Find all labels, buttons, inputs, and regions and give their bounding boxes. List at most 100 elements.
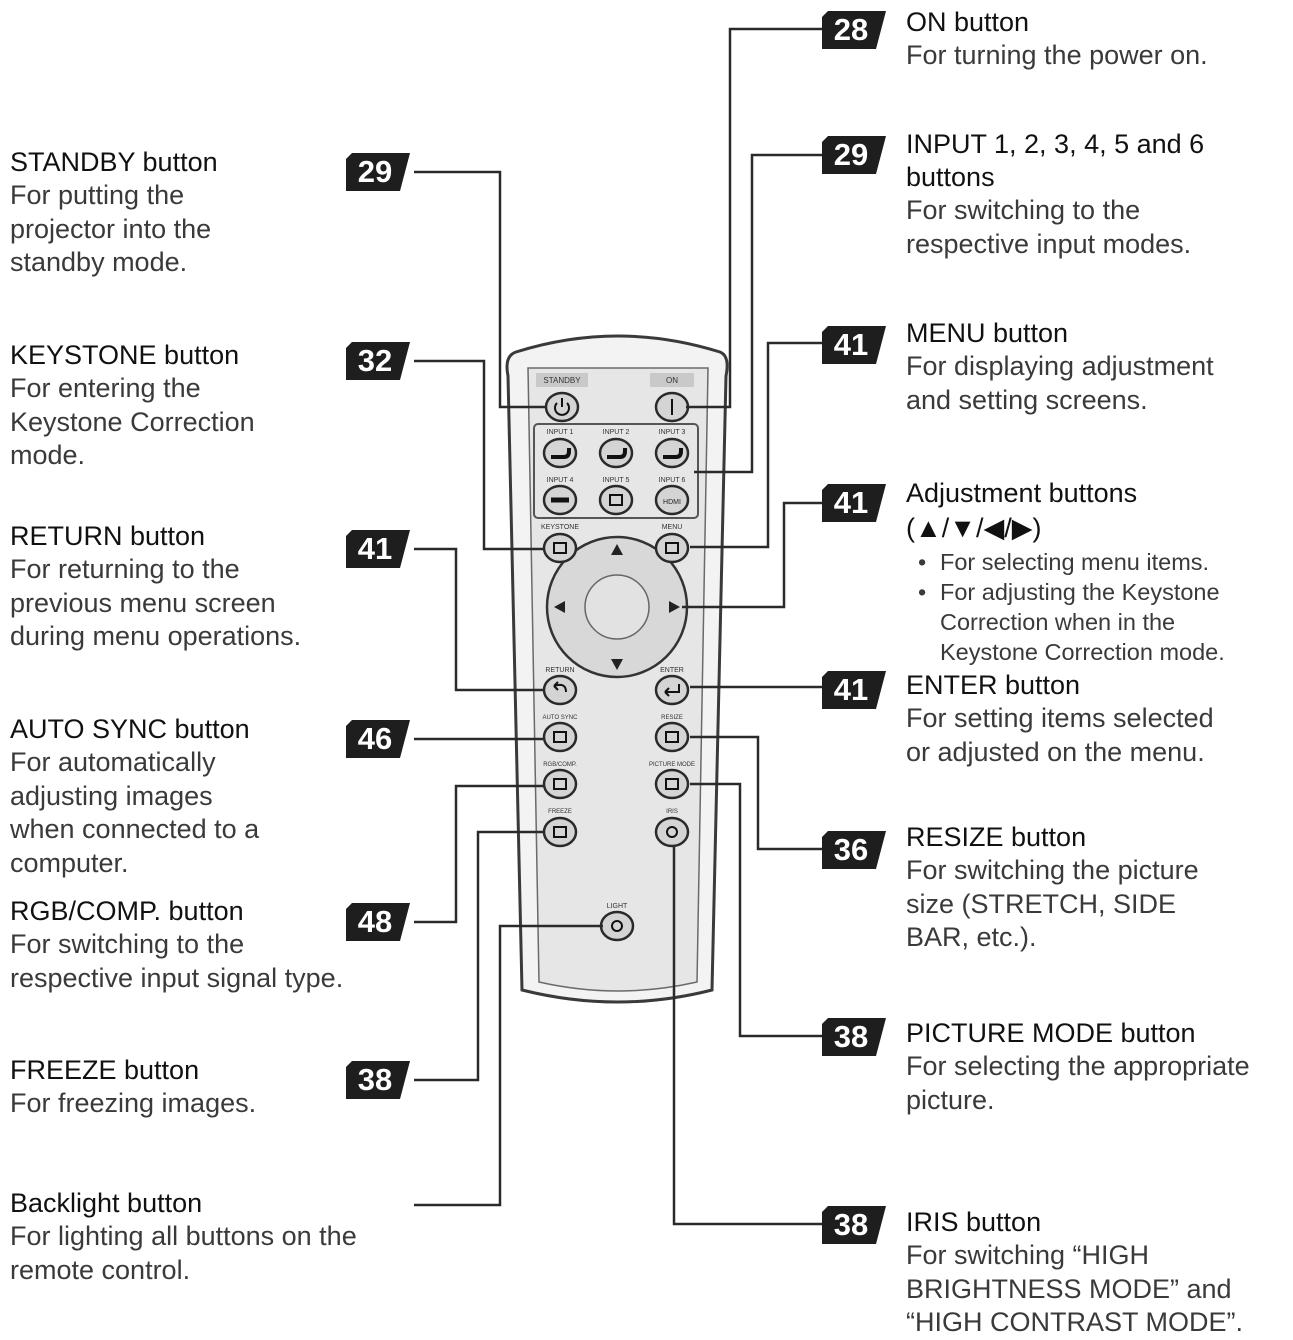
callout-input: INPUT 1, 2, 3, 4, 5 and 6 buttons For sw… [906, 128, 1204, 261]
page-number-input: 29 [833, 137, 869, 172]
leader-input [694, 153, 822, 474]
adjustment-pad-center [584, 574, 650, 640]
callout-title-on: ON button [906, 7, 1030, 37]
page-badge-menu: 41 [822, 326, 886, 364]
keystone-label: KEYSTONE [541, 524, 579, 531]
page-badge-standby: 29 [346, 153, 410, 191]
adjust-bullet-list: For selecting menu items. For adjusting … [906, 547, 1225, 607]
callout-title-input-cont: buttons [906, 162, 995, 192]
page-badge-resize: 36 [822, 831, 886, 869]
page-number-picmode: 38 [833, 1019, 869, 1054]
resize-button[interactable] [654, 721, 690, 753]
callout-autosync: AUTO SYNC button For automatically adjus… [10, 713, 259, 880]
picmode-button[interactable] [654, 768, 690, 800]
callout-desc-rgbcomp-1: For switching to the [10, 929, 245, 959]
page-number-rgbcomp: 48 [357, 904, 393, 939]
callout-title-light: Backlight button [10, 1188, 203, 1218]
return-label: RETURN [545, 667, 574, 674]
page-number-adjust: 41 [833, 485, 869, 520]
input4-label: INPUT 4 [547, 477, 574, 484]
callout-desc-enter-1: For setting items selected [906, 703, 1214, 733]
page-badge-keystone: 32 [346, 342, 410, 380]
callout-desc-autosync-1: For automatically [10, 747, 216, 777]
callout-rgbcomp: RGB/COMP. button For switching to the re… [10, 895, 343, 995]
callout-desc-resize-2: size (STRETCH, SIDE [906, 888, 1177, 919]
input3-button[interactable] [654, 437, 690, 469]
enter-button[interactable] [654, 674, 690, 706]
adjust-bullet-1: For selecting menu items. [906, 547, 1225, 577]
light-button[interactable] [599, 910, 635, 942]
callout-desc-keystone-3: mode. [10, 440, 86, 470]
callout-desc-picmode-1: For selecting the appropriate [906, 1051, 1250, 1081]
input6-button[interactable] [654, 484, 690, 516]
keystone-button[interactable] [542, 532, 578, 564]
down-arrow-icon[interactable] [611, 659, 623, 670]
callout-title-freeze: FREEZE button [10, 1055, 200, 1085]
on-button[interactable] [654, 391, 690, 423]
leader-return [414, 547, 545, 692]
button-box-icon [553, 542, 567, 554]
button-box-icon [553, 778, 567, 790]
callout-desc-light-1: For lighting all buttons on the [10, 1221, 357, 1251]
callout-desc-resize-1: For switching the picture [906, 855, 1199, 885]
callout-desc-iris-3: “HIGH CONTRAST MODE”. [906, 1307, 1243, 1337]
callout-desc-keystone-2: Keystone Correction [10, 406, 255, 437]
right-arrow-icon[interactable] [669, 601, 680, 613]
autosync-button[interactable] [542, 721, 578, 753]
standby-button[interactable] [544, 391, 580, 423]
resize-label: RESIZE [661, 715, 683, 721]
remote-control: STANDBY ON INPUT 1 INPUT 2 INPUT 3 INPUT… [505, 334, 729, 1004]
callout-desc-autosync-3: when connected to a [10, 814, 260, 844]
leader-menu [690, 341, 822, 549]
callout-desc-resize-3: BAR, etc.). [906, 922, 1037, 952]
callout-desc-return-3: during menu operations. [10, 621, 302, 651]
page-badge-input: 29 [822, 136, 886, 174]
callout-light: Backlight button For lighting all button… [10, 1187, 357, 1287]
page-number-autosync: 46 [357, 721, 393, 756]
button-box-icon [665, 542, 679, 554]
callout-title-menu: MENU button [906, 318, 1069, 348]
callout-title-resize: RESIZE button [906, 822, 1087, 852]
callout-title-input: INPUT 1, 2, 3, 4, 5 and 6 [906, 129, 1205, 159]
input2-button[interactable] [598, 437, 634, 469]
button-box-icon [665, 778, 679, 790]
input6-label: INPUT 6 [659, 477, 686, 484]
menu-label: MENU [662, 524, 683, 531]
input5-button[interactable] [598, 484, 634, 516]
return-button[interactable] [542, 674, 578, 706]
page-number-on: 28 [833, 12, 869, 47]
standby-label-band [536, 373, 588, 387]
page-badge-enter: 41 [822, 671, 886, 709]
freeze-button[interactable] [542, 816, 578, 848]
page-number-menu: 41 [833, 327, 869, 362]
menu-button[interactable] [654, 532, 690, 564]
button-box-icon [553, 826, 567, 838]
callout-desc-menu-1: For displaying adjustment [906, 351, 1214, 381]
callout-desc-autosync-4: computer. [10, 847, 129, 878]
input1-button[interactable] [542, 437, 578, 469]
callout-desc-on: For turning the power on. [906, 40, 1208, 70]
rgbcomp-label: RGB/COMP. [543, 762, 577, 768]
leader-freeze [414, 830, 545, 1082]
page-number-resize: 36 [833, 832, 869, 867]
callout-desc-freeze-1: For freezing images. [10, 1088, 257, 1118]
adjust-bullet-2-cont: Correction when in the [940, 609, 1176, 635]
button-box-icon [553, 731, 567, 743]
callout-menu: MENU button For displaying adjustment an… [906, 317, 1214, 417]
callout-desc-rgbcomp-2: respective input signal type. [10, 962, 344, 993]
callout-desc-iris-1: For switching “HIGH [906, 1240, 1150, 1270]
button-box-icon [665, 731, 679, 743]
callout-desc-iris-2: BRIGHTNESS MODE” and [906, 1273, 1232, 1304]
leader-adjust [682, 501, 822, 609]
up-arrow-icon[interactable] [611, 544, 623, 555]
callout-keystone: KEYSTONE button For entering the Keyston… [10, 339, 255, 473]
callout-title-iris: IRIS button [906, 1207, 1042, 1237]
rgbcomp-button[interactable] [542, 768, 578, 800]
input3-label: INPUT 3 [659, 429, 686, 436]
input4-button[interactable] [542, 484, 578, 516]
standby-label: STANDBY [543, 376, 581, 385]
iris-button[interactable] [654, 816, 690, 848]
callout-desc-standby-1: For putting the [10, 180, 185, 210]
left-arrow-icon[interactable] [554, 601, 565, 613]
